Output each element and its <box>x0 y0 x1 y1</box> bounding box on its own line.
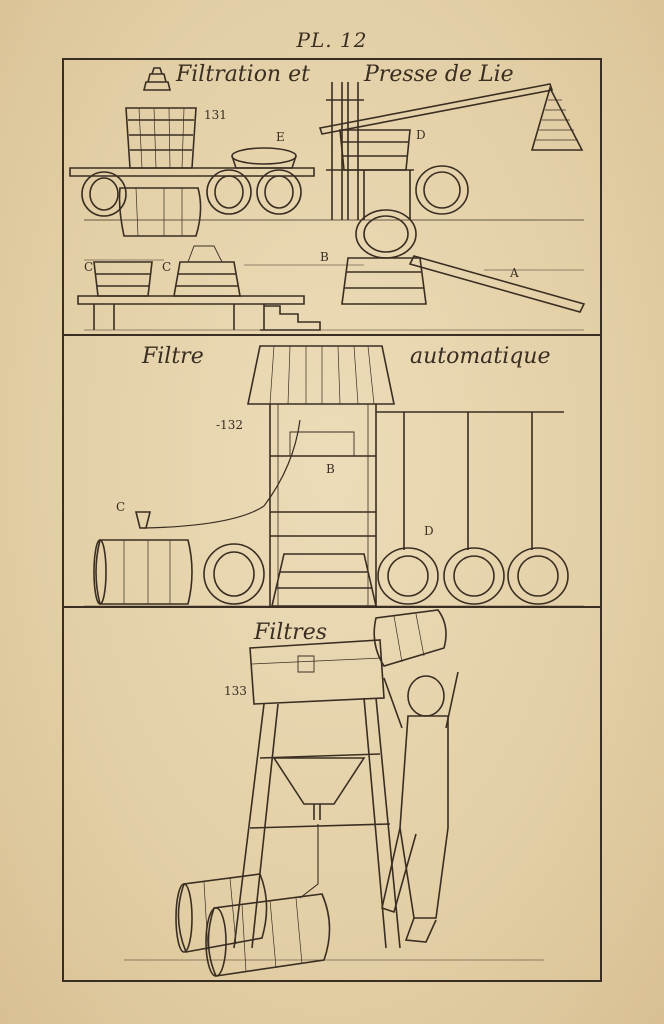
filters-illustration <box>64 608 600 980</box>
figure-131-label-e: E <box>276 130 285 144</box>
figure-132-label-d: D <box>424 524 434 538</box>
figure-133-number: 133 <box>224 684 247 698</box>
figure-131-label-a: A <box>510 266 519 280</box>
figure-131-caption-left: Filtration et <box>176 62 310 87</box>
figure-133-panel: Filtres 133 <box>64 608 600 980</box>
figure-131-number: 131 <box>204 108 227 122</box>
figure-131-label-c-right: C <box>162 260 172 274</box>
figure-132-label-b: B <box>326 462 335 476</box>
figure-132-number: -132 <box>216 418 243 432</box>
filtration-press-illustration <box>64 60 600 336</box>
figure-131-label-c-left: C <box>84 260 94 274</box>
figure-131-panel: Filtration et Presse de Lie 131 E D B C … <box>64 60 600 336</box>
figure-132-label-c: C <box>116 500 126 514</box>
figure-132-caption-left: Filtre <box>142 344 204 369</box>
figure-131-caption-right: Presse de Lie <box>364 62 514 87</box>
figure-133-caption: Filtres <box>254 620 328 645</box>
figure-131-label-d: D <box>416 128 426 142</box>
plate-title: PL. 12 <box>296 28 368 52</box>
automatic-filter-illustration <box>64 336 600 608</box>
plate-frame: Filtration et Presse de Lie 131 E D B C … <box>62 58 602 982</box>
figure-131-label-b: B <box>320 250 329 264</box>
figure-132-panel: Filtre automatique -132 B C D <box>64 336 600 608</box>
figure-132-caption-right: automatique <box>410 344 551 369</box>
